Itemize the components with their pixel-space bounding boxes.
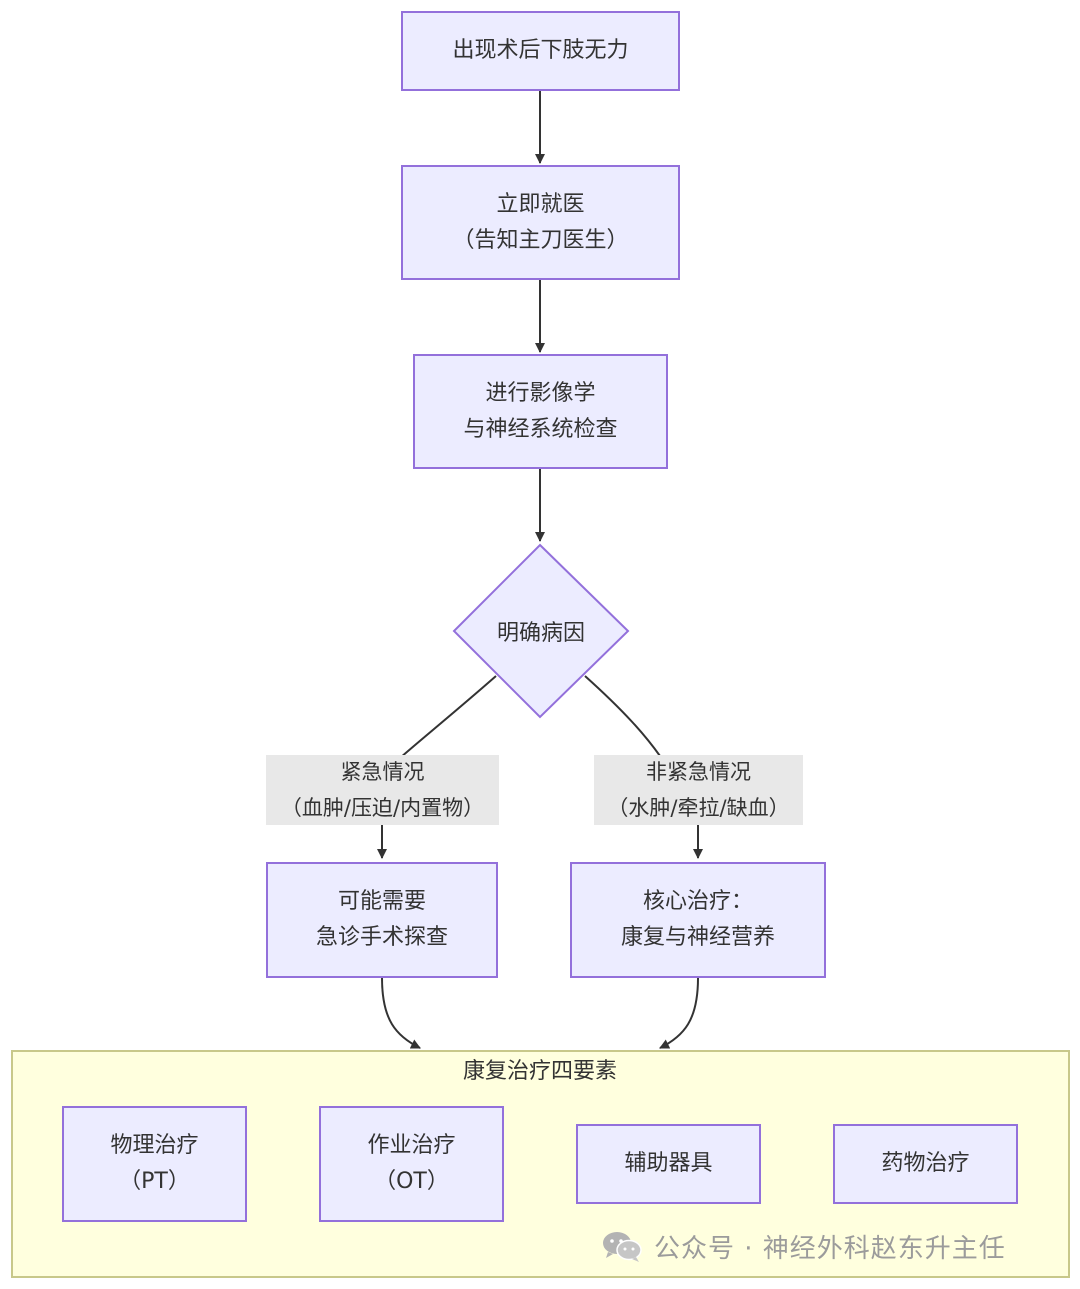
edge-label-non-urgent: 非紧急情况 （水肿/牵拉/缺血） (594, 755, 803, 825)
rehab-item-medication: 药物治疗 (833, 1124, 1018, 1204)
rehab-item-ot-line1: 作业治疗 (367, 1133, 456, 1158)
edge-label-urgent: 紧急情况 （血肿/压迫/内置物） (266, 755, 499, 825)
rehab-item-medication-label: 药物治疗 (881, 1151, 970, 1176)
edge-decision-left (377, 675, 497, 859)
edge-left-cluster (381, 977, 421, 1049)
node-seek-care-line1: 立即就医 (496, 191, 585, 217)
rehab-item-ot: 作业治疗 （OT） (319, 1106, 504, 1222)
node-seek-care: 立即就医 （告知主刀医生） (401, 165, 680, 280)
decision-diamond (452, 543, 630, 719)
rehab-item-pt-line1: 物理治疗 (110, 1133, 199, 1158)
rehab-item-ot-line2: （OT） (374, 1169, 449, 1194)
rehab-item-pt: 物理治疗 （PT） (62, 1106, 247, 1222)
wechat-icon (603, 1232, 642, 1262)
node-seek-care-line2: （告知主刀医生） (452, 227, 629, 253)
node-core-treatment-line2: 康复与神经营养 (620, 925, 775, 950)
edge-label-non-urgent-line2: （水肿/牵拉/缺血） (607, 796, 790, 820)
node-postop-weakness-label: 出现术后下肢无力 (452, 38, 629, 63)
node-emergency-surgery: 可能需要 急诊手术探查 (266, 862, 498, 978)
node-exam-line1: 进行影像学 (485, 380, 596, 406)
watermark: 公众号 · 神经外科赵东升主任 (600, 1226, 1006, 1266)
node-postop-weakness: 出现术后下肢无力 (401, 11, 680, 91)
watermark-text: 公众号 · 神经外科赵东升主任 (654, 1233, 1006, 1264)
edge-label-urgent-line2: （血肿/压迫/内置物） (280, 796, 485, 820)
edge-decision-right (584, 675, 703, 859)
rehab-item-assistive-devices: 辅助器具 (576, 1124, 761, 1204)
rehab-item-assistive-devices-label: 辅助器具 (624, 1151, 713, 1176)
edge-label-urgent-line1: 紧急情况 (340, 760, 425, 784)
node-exam-line2: 与神经系统检查 (463, 416, 618, 442)
node-core-treatment: 核心治疗： 康复与神经营养 (570, 862, 826, 978)
rehab-cluster-title: 康复治疗四要素 (462, 1059, 617, 1084)
edge-label-non-urgent-line1: 非紧急情况 (646, 760, 751, 784)
node-exam: 进行影像学 与神经系统检查 (413, 354, 668, 469)
decision-label: 明确病因 (496, 621, 585, 646)
node-core-treatment-line1: 核心治疗： (642, 889, 753, 914)
node-emergency-surgery-line2: 急诊手术探查 (315, 925, 448, 950)
edge-right-cluster (659, 977, 699, 1049)
rehab-item-pt-line2: （PT） (119, 1169, 190, 1194)
node-emergency-surgery-line1: 可能需要 (337, 889, 426, 914)
